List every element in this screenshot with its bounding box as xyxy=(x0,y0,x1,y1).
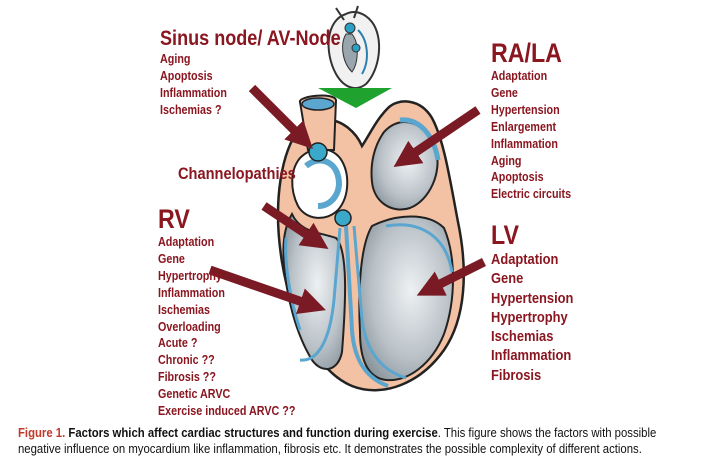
rv-block: RV Adaptation Gene Hypertrophy Inflammat… xyxy=(158,204,295,420)
list-item: Acute ? xyxy=(158,336,198,351)
mini-heart-icon xyxy=(327,5,381,90)
sinus-node-block: Sinus node/ AV-Node Aging Apoptosis Infl… xyxy=(160,27,341,119)
list-item: Hypertrophy xyxy=(158,268,222,283)
list-item: Apoptosis xyxy=(160,68,213,83)
channelopathies-block: Channelopathies xyxy=(178,162,296,186)
list-item: Fibrosis xyxy=(491,366,542,384)
list-item: Ischemias xyxy=(158,302,211,317)
rv-heading: RV xyxy=(158,204,190,234)
rala-list: Adaptation Gene Hypertension Enlargement… xyxy=(491,68,571,203)
caption-body: . This figure shows the factors with pos… xyxy=(18,425,657,456)
list-item: Aging xyxy=(491,153,522,168)
caption-number: Figure 1. xyxy=(18,425,66,440)
list-item: Ischemias ? xyxy=(160,102,222,117)
list-item: Inflammation xyxy=(158,285,225,300)
list-item: Fibrosis ?? xyxy=(158,370,216,385)
lv-list: Adaptation Gene Hypertension Hypertrophy… xyxy=(491,250,573,385)
sinus-node-heading: Sinus node/ AV-Node xyxy=(160,27,341,50)
arrow-rv xyxy=(208,265,326,315)
rala-heading: RA/LA xyxy=(491,38,562,68)
arrow-sinus xyxy=(248,84,313,149)
list-item: Hypertension xyxy=(491,102,560,117)
list-item: Hypertension xyxy=(491,289,574,307)
heart-diagram xyxy=(208,5,487,392)
lv-heading: LV xyxy=(491,220,519,250)
list-item: Gene xyxy=(158,251,185,266)
list-item: Exercise induced ARVC ?? xyxy=(158,404,296,419)
list-item: Overloading xyxy=(158,319,221,334)
list-item: Adaptation xyxy=(158,235,215,249)
caption-title: Factors which affect cardiac structures … xyxy=(68,425,438,440)
arrow-lv xyxy=(416,257,487,296)
list-item: Hypertrophy xyxy=(491,308,568,326)
list-item: Adaptation xyxy=(491,69,548,83)
list-item: Ischemias xyxy=(491,328,554,346)
green-arrow xyxy=(318,88,392,108)
rv-list: Adaptation Gene Hypertrophy Inflammation… xyxy=(158,234,295,420)
arrow-channel xyxy=(261,202,329,249)
list-item: Adaptation xyxy=(491,251,559,268)
list-item: Gene xyxy=(491,85,518,100)
list-item: Inflammation xyxy=(491,136,558,151)
arrow-rala xyxy=(393,106,481,168)
list-item: Gene xyxy=(491,270,524,288)
list-item: Aging xyxy=(160,52,191,66)
list-item: Inflammation xyxy=(491,347,572,365)
lv-block: LV Adaptation Gene Hypertension Hypertro… xyxy=(491,220,573,385)
list-item: Electric circuits xyxy=(491,187,572,202)
list-item: Inflammation xyxy=(160,85,227,100)
channelopathies-heading: Channelopathies xyxy=(178,164,296,183)
list-item: Chronic ?? xyxy=(158,353,215,368)
rala-block: RA/LA Adaptation Gene Hypertension Enlar… xyxy=(491,38,571,203)
list-item: Genetic ARVC xyxy=(158,387,231,402)
figure-caption: Figure 1. Factors which affect cardiac s… xyxy=(18,425,689,457)
list-item: Enlargement xyxy=(491,119,557,134)
list-item: Apoptosis xyxy=(491,170,544,185)
sinus-node-list: Aging Apoptosis Inflammation Ischemias ? xyxy=(160,51,341,119)
